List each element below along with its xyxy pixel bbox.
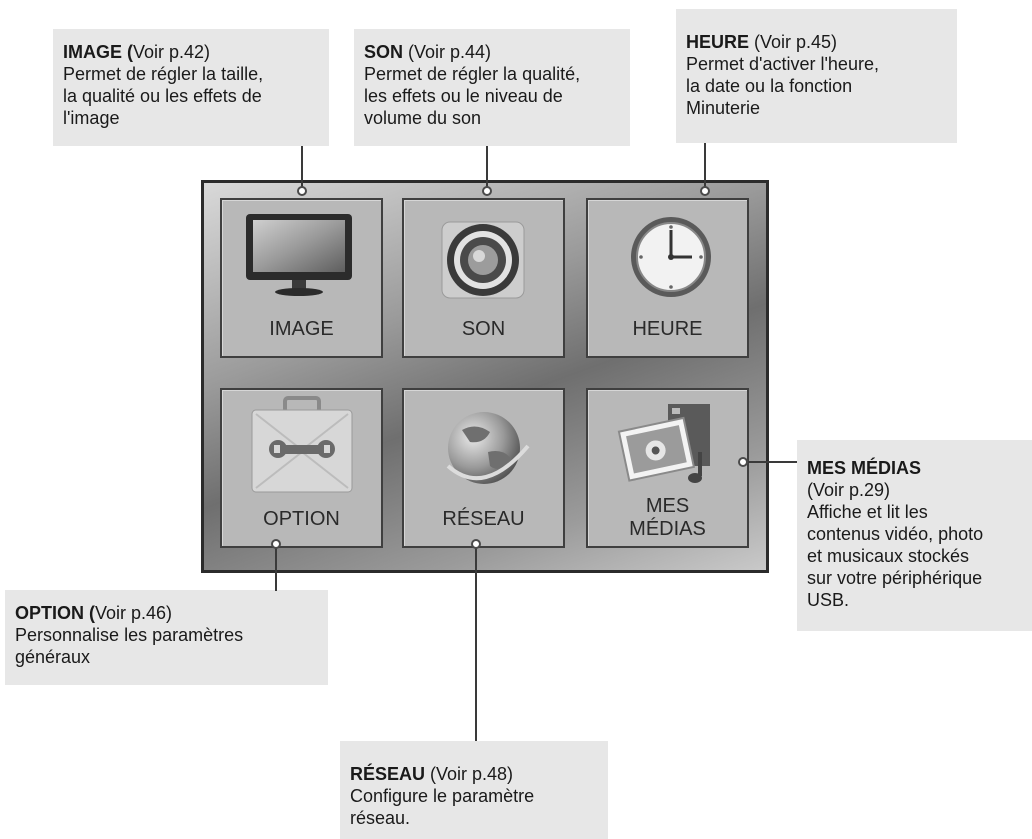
callout-son-line-1: Permet de régler la qualité, [364, 64, 581, 84]
callout-reseau-ref: (Voir p.48) [425, 764, 514, 784]
leader-line-mes-medias [744, 461, 797, 463]
callout-son: SON (Voir p.44) Permet de régler la qual… [354, 29, 630, 146]
callout-reseau-line-2: réseau. [350, 808, 411, 828]
callout-image-line-2: la qualité ou les effets de [63, 86, 262, 106]
tile-label-medias: MÉDIAS [629, 518, 706, 540]
callout-medias-ref: (Voir p.29) [807, 480, 891, 500]
callout-reseau-line-1: Configure le paramètre [350, 786, 535, 806]
callout-medias-line-5: USB. [807, 590, 850, 610]
leader-dot-heure [700, 186, 710, 196]
leader-dot-reseau [471, 539, 481, 549]
callout-image: IMAGE (Voir p.42) Permet de régler la ta… [53, 29, 329, 146]
menu-tile-reseau[interactable]: RÉSEAU [402, 388, 565, 548]
home-menu-panel: IMAGE SON HEURE [201, 180, 769, 573]
leader-dot-mes-medias [738, 457, 748, 467]
callout-son-line-3: volume du son [364, 108, 482, 128]
tv-monitor-icon [246, 214, 352, 296]
callout-heure: HEURE (Voir p.45) Permet d'activer l'heu… [676, 9, 957, 143]
callout-reseau-title: RÉSEAU [350, 764, 426, 784]
callout-son-line-2: les effets ou le niveau de [364, 86, 563, 106]
callout-medias-line-1: Affiche et lit les [807, 502, 928, 522]
leader-line-son [486, 146, 488, 189]
tile-label-reseau: RÉSEAU [442, 508, 525, 530]
menu-tile-option[interactable]: OPTION [220, 388, 383, 548]
callout-reseau: RÉSEAU (Voir p.48) Configure le paramètr… [340, 741, 608, 839]
callout-son-ref: (Voir p.44) [403, 42, 492, 62]
media-collage-icon [617, 404, 710, 483]
tile-label-son: SON [461, 318, 506, 340]
callout-heure-line-3: Minuterie [686, 98, 761, 118]
callout-son-title: SON [364, 42, 404, 62]
menu-tile-heure[interactable]: HEURE [586, 198, 749, 358]
leader-dot-option [271, 539, 281, 549]
callout-mes-medias: MES MÉDIAS (Voir p.29) Affiche et lit le… [797, 440, 1032, 631]
callout-image-line-3: l'image [63, 108, 120, 128]
callout-heure-line-2: la date ou la fonction [686, 76, 853, 96]
callout-option: OPTION (Voir p.46) Personnalise les para… [5, 590, 328, 685]
leader-dot-son [482, 186, 492, 196]
leader-line-option [275, 543, 277, 591]
leader-line-reseau [475, 543, 477, 741]
leader-dot-image [297, 186, 307, 196]
callout-medias-title: MES MÉDIAS [807, 458, 922, 478]
callout-option-line-2: généraux [15, 647, 91, 667]
tile-label-mes: MES [645, 495, 690, 517]
callout-medias-line-3: et musicaux stockés [807, 546, 970, 566]
tile-label-image: IMAGE [269, 318, 334, 340]
callout-option-line-1: Personnalise les paramètres [15, 625, 244, 645]
globe-icon [446, 412, 530, 484]
toolbox-icon [251, 396, 353, 493]
callout-medias-line-4: sur votre périphérique [807, 568, 983, 588]
tile-label-heure: HEURE [632, 318, 703, 340]
menu-tile-image[interactable]: IMAGE [220, 198, 383, 358]
leader-line-image [301, 146, 303, 189]
menu-tile-mes-medias[interactable]: MES MÉDIAS [586, 388, 749, 548]
callout-heure-line-1: Permet d'activer l'heure, [686, 54, 879, 74]
callout-option-title: OPTION ( [15, 603, 95, 623]
clock-icon [631, 217, 711, 297]
callout-medias-line-2: contenus vidéo, photo [807, 524, 984, 544]
tile-label-option: OPTION [263, 508, 340, 530]
callout-image-line-1: Permet de régler la taille, [63, 64, 264, 84]
callout-image-ref: Voir p.42) [133, 42, 211, 62]
callout-heure-ref: (Voir p.45) [749, 32, 838, 52]
callout-option-ref: Voir p.46) [95, 603, 173, 623]
speaker-icon [441, 221, 525, 299]
callout-image-title: IMAGE ( [63, 42, 133, 62]
leader-line-heure [704, 143, 706, 189]
menu-tile-son[interactable]: SON [402, 198, 565, 358]
callout-heure-title: HEURE [686, 32, 750, 52]
